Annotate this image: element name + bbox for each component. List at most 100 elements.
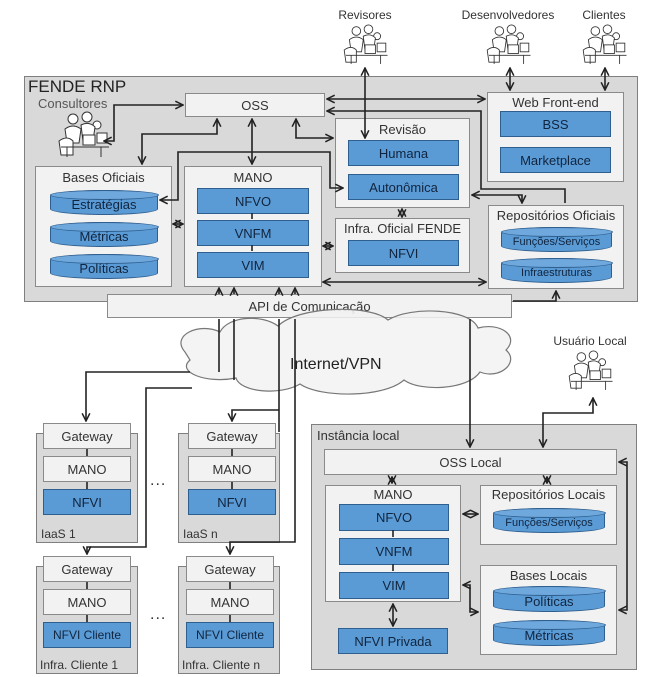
people-icon xyxy=(58,111,109,157)
infra-oficial-title: Infra. Oficial FENDE xyxy=(343,221,462,236)
iaas-ellipsis: ... xyxy=(150,472,167,489)
humana-box[interactable]: Humana xyxy=(348,140,459,166)
gateway-label: Gateway xyxy=(204,561,256,577)
cliente-1-region: Infra. Cliente 1 xyxy=(36,566,138,674)
cliente-n-label: Infra. Cliente n xyxy=(182,658,261,672)
iaas-1-gateway[interactable]: Gateway xyxy=(43,423,131,449)
gateway-label: Gateway xyxy=(61,428,113,444)
vim-local-box[interactable]: VIM xyxy=(339,572,449,599)
nfvi-oficial-label: NFVI xyxy=(388,245,419,261)
autonomica-box[interactable]: Autonômica xyxy=(348,174,459,200)
nfvo-label: NFVO xyxy=(234,193,272,209)
marketplace-box[interactable]: Marketplace xyxy=(500,147,611,173)
iaas-n-region: IaaS n xyxy=(178,433,280,543)
cliente-n-gateway[interactable]: Gateway xyxy=(186,556,274,582)
cliente-1-gateway[interactable]: Gateway xyxy=(43,556,131,582)
vnfm-local-box[interactable]: VNFM xyxy=(339,538,449,565)
nfvi-cliente-label: NFVI Cliente xyxy=(52,628,122,642)
actor-consultores-label: Consultores xyxy=(38,96,108,111)
actor-clientes-label: Clientes xyxy=(582,8,626,22)
database-local-politicas-label: Políticas xyxy=(524,593,574,609)
repositorios-locais-panel: Repositórios Locais Funções/Serviços xyxy=(480,485,617,545)
vnfm-local-label: VNFM xyxy=(375,544,413,559)
iaas-1-nfvi[interactable]: NFVI xyxy=(43,489,131,515)
actor-desenvolvedores-label: Desenvolvedores xyxy=(461,8,555,22)
oss-local-box[interactable]: OSS Local xyxy=(324,449,617,475)
people-icon xyxy=(568,350,613,390)
nfvi-oficial-box[interactable]: NFVI xyxy=(348,240,459,266)
mano-local-panel: MANO NFVO VNFM VIM xyxy=(325,485,461,602)
repo-infraestruturas-label: Infraestruturas xyxy=(521,266,592,279)
iaas-1-mano[interactable]: MANO xyxy=(43,456,131,482)
actor-clientes: Clientes xyxy=(572,8,636,69)
repositorios-locais-title: Repositórios Locais xyxy=(491,487,606,502)
cliente-1-nfvi[interactable]: NFVI Cliente xyxy=(43,622,131,648)
bases-locais-panel: Bases Locais Políticas Métricas xyxy=(480,565,617,655)
nfvi-label: NFVI xyxy=(217,494,247,510)
cliente-1-mano[interactable]: MANO xyxy=(43,589,131,615)
revisao-panel: Revisão Humana Autonômica xyxy=(335,118,470,208)
vnfm-box[interactable]: VNFM xyxy=(197,220,309,246)
iaas-n-nfvi[interactable]: NFVI xyxy=(188,489,276,515)
repo-funcoes-servicos[interactable]: Funções/Serviços xyxy=(500,226,613,252)
iaas-1-region: IaaS 1 xyxy=(36,433,138,543)
repo-infraestruturas[interactable]: Infraestruturas xyxy=(500,257,613,283)
nfvi-privada-label: NFVI Privada xyxy=(354,633,432,649)
instancia-local-title: Instância local xyxy=(317,428,400,443)
web-front-end-title: Web Front-end xyxy=(512,95,599,110)
cliente-n-mano[interactable]: MANO xyxy=(186,589,274,615)
repositorios-oficiais-panel: Repositórios Oficiais Funções/Serviços I… xyxy=(488,205,624,289)
people-icon xyxy=(343,24,388,64)
nfvi-privada-box[interactable]: NFVI Privada xyxy=(338,628,448,654)
bases-locais-title: Bases Locais xyxy=(509,568,588,583)
actor-desenvolvedores: Desenvolvedores xyxy=(456,8,560,69)
iaas-1-label: IaaS 1 xyxy=(41,527,76,541)
people-icon xyxy=(582,24,627,64)
database-politicas[interactable]: Políticas xyxy=(49,253,159,279)
api-comunicacao-label: API de Comunicação xyxy=(248,298,371,314)
mano-fende-panel: MANO NFVO VNFM VIM xyxy=(184,166,322,287)
gateway-label: Gateway xyxy=(206,428,258,444)
fende-rnp-title: FENDE RNP xyxy=(28,77,127,96)
nfvo-local-box[interactable]: NFVO xyxy=(339,504,449,531)
iaas-n-gateway[interactable]: Gateway xyxy=(188,423,276,449)
web-front-end-panel: Web Front-end BSS Marketplace xyxy=(487,92,624,182)
vim-label: VIM xyxy=(241,257,265,273)
people-icon xyxy=(486,24,531,64)
mano-label: MANO xyxy=(210,594,250,610)
api-comunicacao-bar[interactable]: API de Comunicação xyxy=(107,294,512,318)
link-cloud-iaasn xyxy=(232,409,279,421)
database-metricas-label: Métricas xyxy=(79,229,129,244)
vnfm-label: VNFM xyxy=(234,225,272,241)
repo-local-funcoes-servicos[interactable]: Funções/Serviços xyxy=(492,507,606,533)
oss-local-label: OSS Local xyxy=(439,454,502,470)
actor-usuario-local: Usuário Local xyxy=(540,334,640,395)
vim-box[interactable]: VIM xyxy=(197,252,309,278)
database-local-metricas-label: Métricas xyxy=(524,627,574,643)
bss-box[interactable]: BSS xyxy=(500,111,611,137)
client-ellipsis: ... xyxy=(150,606,167,623)
oss-box[interactable]: OSS xyxy=(185,93,325,117)
database-local-politicas[interactable]: Políticas xyxy=(492,585,606,612)
nfvo-box[interactable]: NFVO xyxy=(197,188,309,214)
cliente-n-nfvi[interactable]: NFVI Cliente xyxy=(186,622,274,648)
iaas-n-label: IaaS n xyxy=(183,527,218,541)
actor-revisores-label: Revisores xyxy=(338,8,392,22)
bases-oficiais-title: Bases Oficiais xyxy=(62,170,145,185)
database-estrategias-label: Estratégias xyxy=(71,197,137,212)
database-metricas[interactable]: Métricas xyxy=(49,221,159,247)
link-cloud-iaas1 xyxy=(86,371,190,421)
mano-local-title: MANO xyxy=(373,487,413,502)
nfvi-cliente-label: NFVI Cliente xyxy=(195,628,265,642)
revisao-title: Revisão xyxy=(379,122,426,137)
oss-label: OSS xyxy=(241,97,269,113)
cliente-n-region: Infra. Cliente n xyxy=(178,566,280,674)
autonomica-label: Autonômica xyxy=(369,179,438,195)
gateway-label: Gateway xyxy=(61,561,113,577)
database-local-metricas[interactable]: Métricas xyxy=(492,619,606,646)
database-politicas-label: Políticas xyxy=(79,261,129,276)
database-estrategias[interactable]: Estratégias xyxy=(49,189,159,215)
mano-label: MANO xyxy=(212,461,252,477)
infra-oficial-panel: Infra. Oficial FENDE NFVI xyxy=(335,218,470,273)
iaas-n-mano[interactable]: MANO xyxy=(188,456,276,482)
